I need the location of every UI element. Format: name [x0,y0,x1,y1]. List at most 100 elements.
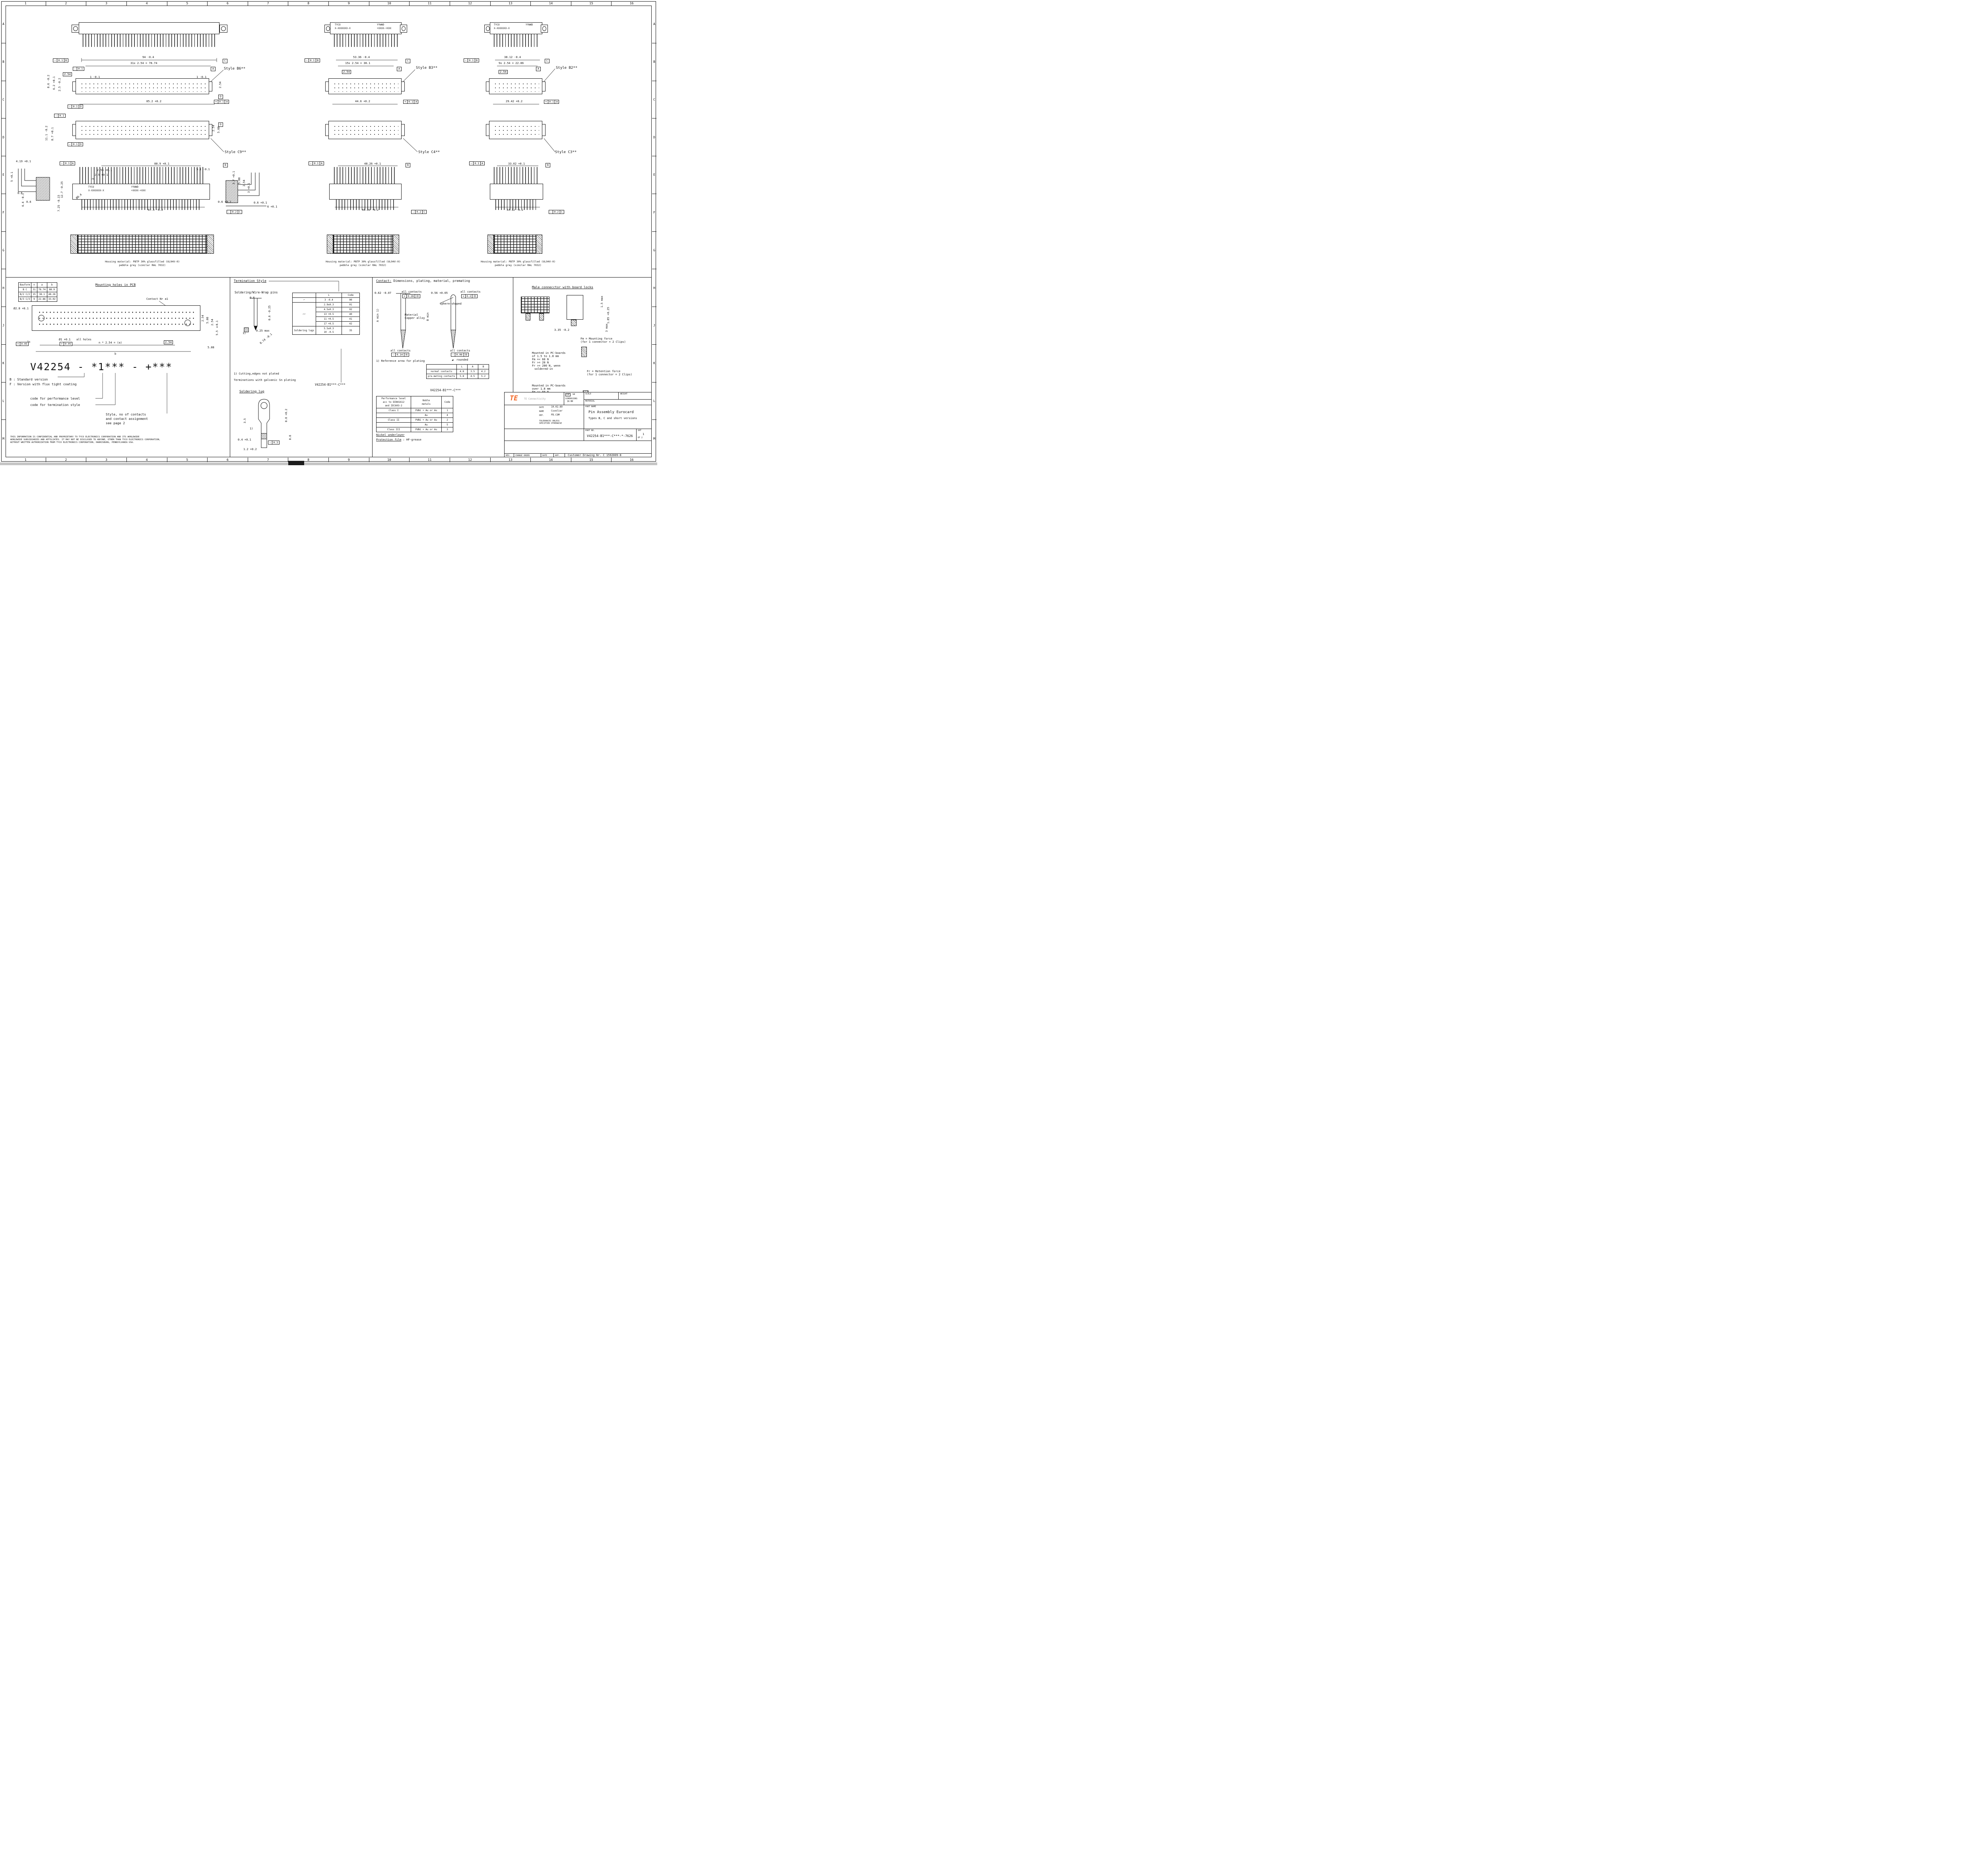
contact-dot-grid [79,124,206,136]
mount-note: soldered-in [534,367,553,371]
rev-label: REV. [506,454,511,457]
style-label: Style B6** [224,67,246,71]
grid-row: L [652,382,656,420]
grid-row: H [1,269,6,307]
name-label: NAME [539,410,544,413]
dim-label: all contacts [450,349,470,352]
straightness-icon: — [309,162,313,165]
dim-label: 0.8 +0.2 [285,409,288,422]
dim-label: 1.2 +0.2 [243,448,257,451]
datum-box: A [397,67,402,71]
datum-box: C [545,59,549,63]
sheet-value: 1 [643,433,645,436]
note-line: Terminations with galvanic Sn plating [234,379,296,382]
grid-col: 11 [410,458,450,462]
connector-top-view-b6 [79,22,219,34]
dim-label: all contacts [402,290,422,293]
title-block [504,392,652,457]
solder-pin-comb [495,200,538,210]
boardlock-connector-side [567,295,583,320]
dim-label: 2.54 [164,340,173,345]
position-icon: ⌖ [544,100,548,104]
grid-col: 2 [46,458,87,462]
grid-col: 11 [410,1,450,6]
mount-hole [38,315,45,321]
connector-bottom-view [494,235,536,254]
dim-label: 8.6 -0.2 [47,75,50,88]
straightness-icon: — [54,114,58,118]
grid-row: L [1,382,6,420]
straightness-icon: — [392,353,396,357]
straightness-icon: — [53,59,57,62]
dim-label: 0.4 +0.1 [238,438,251,441]
mount-flange [541,25,548,33]
dim-label: 38.12 -0.4 [504,56,521,59]
mount-note: of 1.5 to 1.8 mm [532,355,559,358]
dim-label: 3.5 [243,418,247,423]
grid-col: 1 [6,1,46,6]
contact-title-rest: Dimensions, plating, material, premating [391,279,470,283]
dim-label: 3 +0.1 [247,183,250,193]
dim-label: 2.54 [219,82,222,88]
straightness-icon: — [227,210,231,214]
pin-pictogram: ⌐ [292,297,316,303]
scan-mark [288,461,304,465]
contact-dot-grid [492,124,539,136]
dim-label: 0.6 +0.1 [218,200,231,204]
grid-row: M [2,437,4,441]
housing-note: Housing material: PBTP 30% glassfilled (… [481,260,555,263]
grid-col: 10 [369,1,410,6]
wirewrap-pin-comb [334,167,396,184]
housing-note: pebble grey (similar RAL 7032) [340,264,386,267]
straightness-icon: — [412,210,415,214]
grid-row: A [652,6,656,43]
dim-label: 48.36 -0.2 [362,208,379,212]
grid-col: 1 [6,458,46,462]
of-value: OF 2 [638,437,643,439]
contact-dot-grid [492,81,539,92]
end-block [536,235,542,254]
legal-line: WITHOUT WRITTEN AUTHORIZATION FROM TYCO … [10,441,134,444]
style-label: Style C3** [555,150,577,154]
style-label: Style C4** [418,150,440,154]
fcf-position: ⌖0.05 [60,342,73,346]
legend-line: see page 2 [106,421,125,425]
grid-col: 16 [629,458,634,462]
dim-label: 1.85 +0.25 [607,307,610,324]
dim-label: all contacts [390,349,411,352]
panel-title-termination: Termination Style [234,279,266,283]
brand-text: X-XXXXXXX-X [335,27,351,30]
protection-film-value: : HF-grease [401,438,421,441]
position-icon: ⌖ [214,100,218,104]
grid-col: 12 [450,1,491,6]
housing-note: pebble grey (similar RAL 7032) [495,264,542,267]
dim-label: 5.08 [206,317,209,324]
dim-label: 11.1 -0.2 [45,126,48,141]
dim-label: 7.25 -0.15 [57,195,60,212]
col-header: Code [342,293,360,298]
datum-box: D [218,122,223,127]
dim-label: 2.54 [499,70,508,74]
end-block [207,235,214,254]
dim-label: 2.54 [243,180,246,186]
brand-text: TYCO [335,23,341,26]
legend-line: code for performance level [30,397,80,400]
legend-line: and contact assignment [106,417,148,421]
force-note: Fr = Retention force [587,370,621,373]
part-no-label: PART NO. [585,429,595,432]
datum-box: A [211,67,215,71]
section-divider [6,277,652,278]
grid-col: 13 [491,1,531,6]
brand-text: TYCO [494,23,500,26]
straightness-icon: — [451,353,455,357]
